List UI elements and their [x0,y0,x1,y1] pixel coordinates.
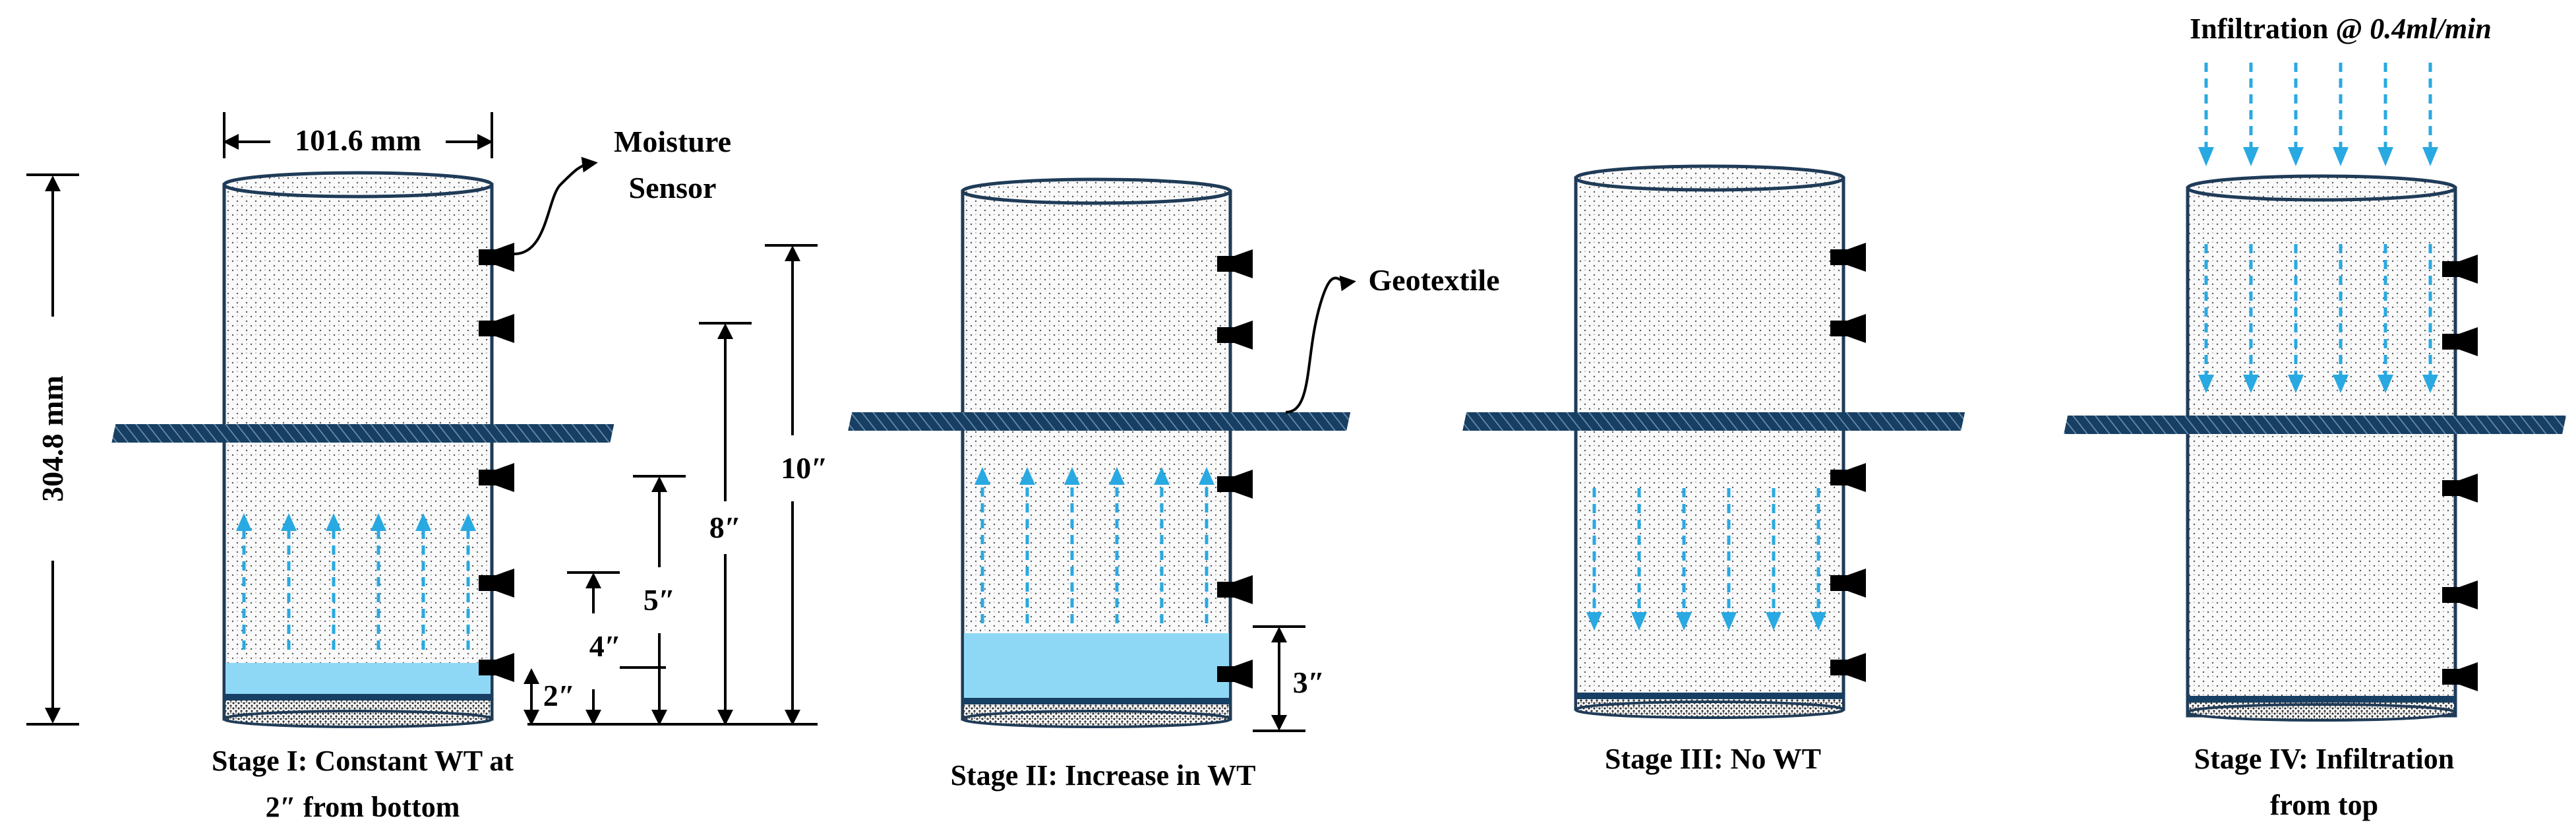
stage-1-water-table [225,663,491,697]
stage-4-infiltration-arrows [2198,63,2438,166]
dimension-10in-label: 10″ [781,451,827,485]
stage-2-caption: Stage II: Increase in WT [951,759,1256,792]
moisture-sensor-icon [1830,569,1866,598]
stage-1-caption-line2: 2″ from bottom [266,791,460,823]
stage-4-base-line [2188,696,2455,702]
dimension-3in-label: 3″ [1293,666,1325,699]
moisture-sensor-icon [479,243,514,272]
stage-3-caption: Stage III: No WT [1605,743,1821,775]
moisture-sensor-icon [1830,314,1866,343]
stage-1-caption: Stage I: Constant WT at [212,745,514,777]
dimension-4in-label: 4″ [589,629,621,663]
stage-4-inside-downward-arrows [2198,244,2438,393]
moisture-sensor-icon [2442,327,2478,356]
stage-3-base-line [1576,693,1843,699]
moisture-sensor-icon [1217,249,1253,278]
moisture-sensor-icon [1217,321,1253,350]
stage-2-column [848,177,1351,728]
moisture-sensor-icon [1217,660,1253,689]
stage-4-geotextile [2064,416,2567,434]
stage-4-caption: Stage IV: Infiltration [2194,743,2454,775]
stage-1-sensors [479,243,514,682]
moisture-sensor-icon [2442,662,2478,691]
moisture-sensor-icon [1830,653,1866,682]
stage-2-sensors [1217,249,1253,689]
stage-2-geotextile [848,412,1351,431]
dimension-2in-label: 2″ [543,679,575,712]
stage-3-geotextile [1462,412,1965,431]
moisture-sensor-icon [479,569,514,598]
stage-3-downward-flow-arrows [1586,488,1826,631]
stage-2-water-table [964,633,1229,699]
width-dimension-label: 101.6 mm [295,123,421,157]
stage-1-dimensions [26,112,818,726]
stage-3-column [1462,164,1965,719]
moisture-sensor-icon [2442,580,2478,609]
geotextile-label: Geotextile [1368,263,1499,297]
infiltration-label-prefix: Infiltration @ [2190,13,2370,45]
moisture-sensor-icon [479,463,514,492]
stage-2-dimensions [1253,275,1356,732]
stage-2-base-line [963,698,1230,704]
moisture-sensor-icon [479,653,514,682]
infiltration-label: Infiltration @ 0.4ml/min [2190,13,2492,45]
moisture-sensor-icon [1830,243,1866,272]
moisture-sensor-label-line2: Sensor [629,171,717,204]
moisture-sensor-icon [2442,474,2478,503]
moisture-sensor-icon [1830,463,1866,492]
moisture-sensor-icon [2442,255,2478,284]
moisture-sensor-icon [479,314,514,343]
stage-4-sensors [2442,255,2478,691]
height-dimension-label: 304.8 mm [36,375,69,502]
stage-1-upward-flow-arrows [236,513,476,650]
moisture-sensor-icon [1217,470,1253,499]
dimension-8in-label: 8″ [709,511,741,544]
dimension-5in-label: 5″ [644,583,675,617]
stage-1-base-line [224,694,492,700]
stage-3-sensors [1830,243,1866,682]
stage-1-geotextile [111,424,614,443]
stage-2-upward-flow-arrows [974,467,1214,623]
moisture-sensor-icon [1217,575,1253,604]
stage-4-caption-line2: from top [2270,789,2378,821]
stage-4-column [2064,63,2567,722]
moisture-sensor-label: Moisture [614,125,731,158]
stage-1-column [111,171,614,728]
infiltration-rate: 0.4ml/min [2370,13,2492,45]
